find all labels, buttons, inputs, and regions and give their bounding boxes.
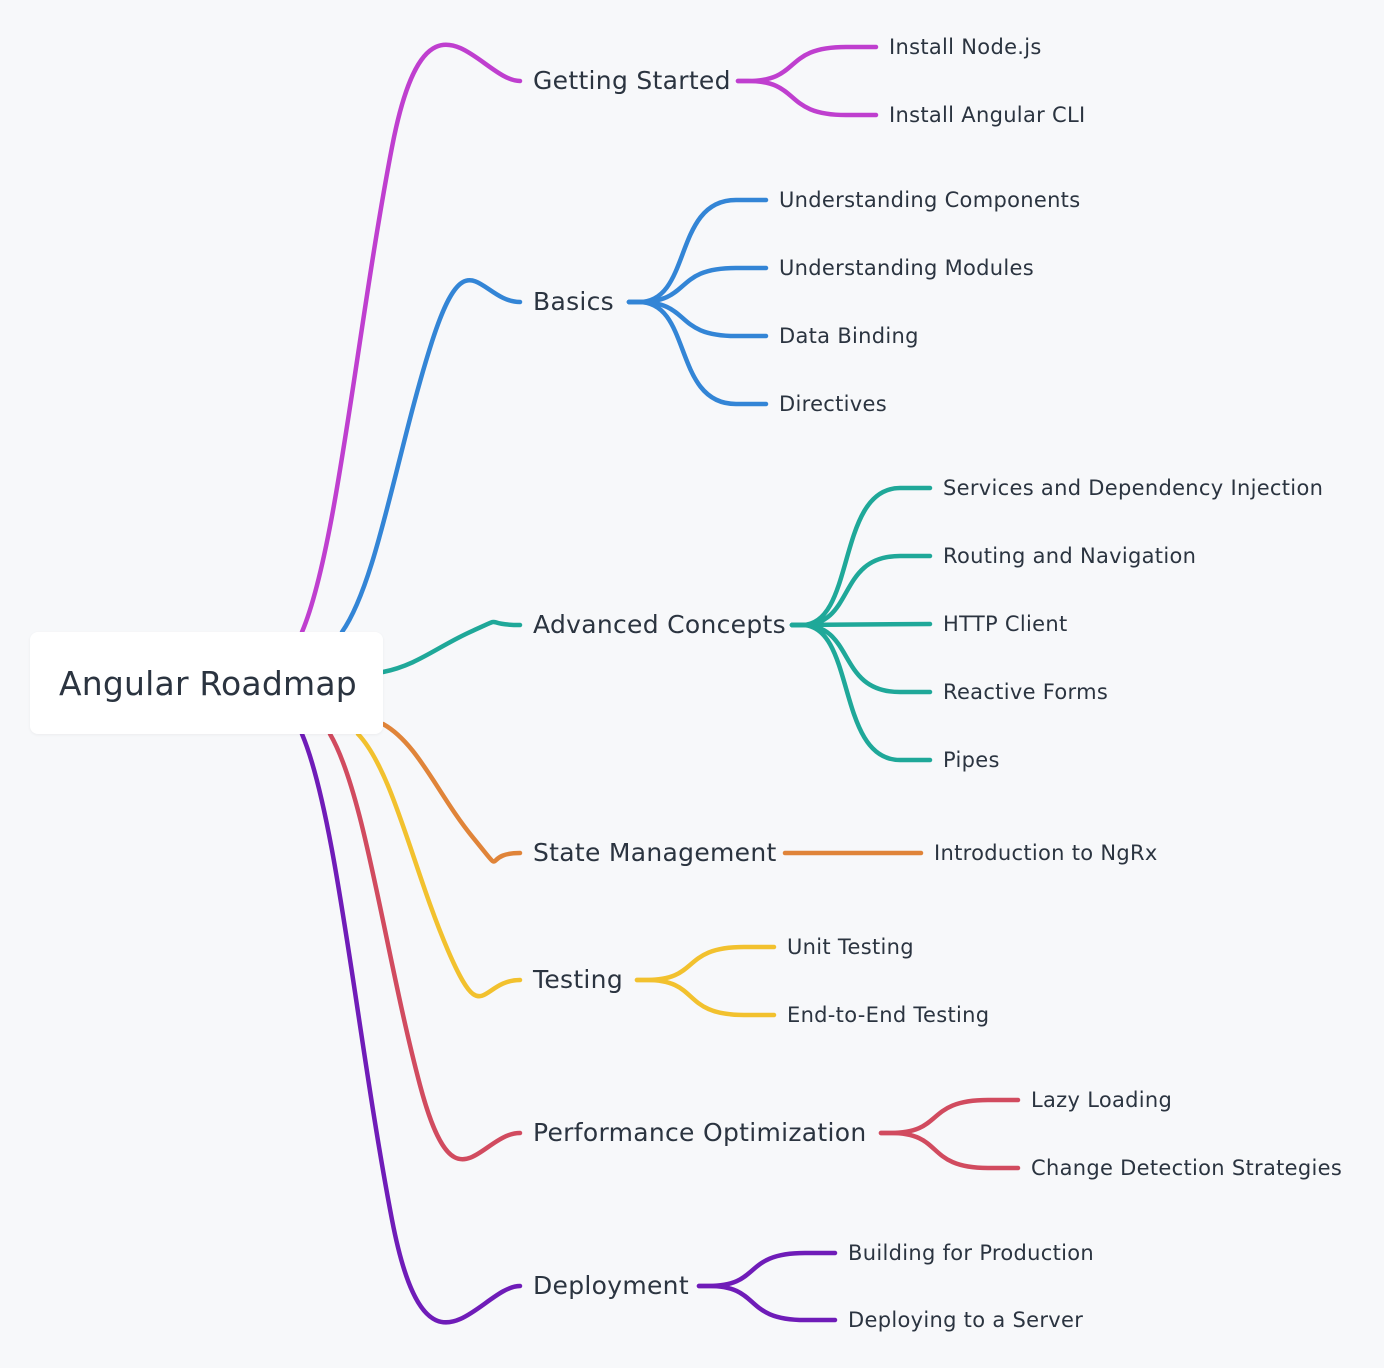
leaf-reactive-forms[interactable]: Reactive Forms [943, 680, 1109, 704]
leaf-lazy-loading[interactable]: Lazy Loading [1031, 1088, 1173, 1112]
connector-branch-2-leaf-1 [789, 553, 933, 628]
branch-label-basics[interactable]: Basics [533, 287, 615, 316]
connector-branch-1-leaf-2 [626, 299, 769, 339]
branch-label-performance-optimization[interactable]: Performance Optimization [533, 1118, 867, 1147]
leaf-routing-navigation[interactable]: Routing and Navigation [943, 544, 1197, 568]
connector-branch-5-leaf-1 [878, 1130, 1021, 1171]
leaf-directives[interactable]: Directives [779, 392, 887, 416]
connector-root-to-branch-5 [327, 731, 523, 1162]
connector-branch-1-leaf-3 [626, 299, 769, 407]
branch-label-testing[interactable]: Testing [533, 965, 623, 994]
branch-label-advanced-concepts[interactable]: Advanced Concepts [533, 610, 786, 639]
leaf-pipes[interactable]: Pipes [943, 748, 1000, 772]
leaf-intro-ngrx[interactable]: Introduction to NgRx [934, 841, 1158, 865]
connector-branch-1-leaf-1 [626, 265, 769, 305]
leaf-e2e-testing[interactable]: End-to-End Testing [787, 1003, 990, 1027]
leaf-data-binding[interactable]: Data Binding [779, 324, 919, 348]
leaf-understanding-components[interactable]: Understanding Components [779, 188, 1081, 212]
leaf-deploying-server[interactable]: Deploying to a Server [848, 1308, 1084, 1332]
leaf-building-production[interactable]: Building for Production [848, 1241, 1095, 1265]
connector-branch-1-leaf-0 [626, 197, 769, 305]
connector-branch-4-leaf-1 [634, 977, 777, 1018]
connector-branch-4-leaf-0 [634, 944, 777, 983]
connector-branch-0-leaf-1 [735, 78, 879, 118]
leaf-unit-testing[interactable]: Unit Testing [787, 935, 914, 959]
leaf-understanding-modules[interactable]: Understanding Modules [779, 256, 1034, 280]
connector-branch-2-leaf-3 [789, 622, 933, 695]
connector-root-to-branch-2 [380, 619, 523, 675]
leaf-http-client[interactable]: HTTP Client [943, 612, 1068, 636]
branch-label-deployment[interactable]: Deployment [533, 1271, 689, 1300]
leaf-install-angular-cli[interactable]: Install Angular CLI [889, 103, 1086, 127]
connector-root-to-branch-6 [299, 731, 523, 1325]
leaf-services-di[interactable]: Services and Dependency Injection [943, 476, 1324, 500]
connector-root-to-branch-1 [339, 278, 523, 635]
leaf-change-detection[interactable]: Change Detection Strategies [1031, 1156, 1343, 1180]
leaf-install-nodejs[interactable]: Install Node.js [889, 35, 1042, 59]
connector-root-to-branch-3 [380, 721, 523, 864]
connector-branch-5-leaf-0 [878, 1097, 1021, 1136]
connector-branch-6-leaf-1 [696, 1283, 838, 1323]
connector-root-to-branch-0 [299, 42, 523, 635]
root-node[interactable] [30, 632, 383, 734]
root-label: Angular Roadmap [59, 664, 357, 703]
branch-label-getting-started[interactable]: Getting Started [533, 66, 731, 95]
connector-branch-0-leaf-0 [735, 44, 879, 84]
connector-root-to-branch-4 [355, 731, 523, 999]
branch-label-state-management[interactable]: State Management [533, 838, 777, 867]
connector-branch-6-leaf-0 [696, 1250, 838, 1289]
connector-branch-2-leaf-4 [789, 622, 933, 763]
